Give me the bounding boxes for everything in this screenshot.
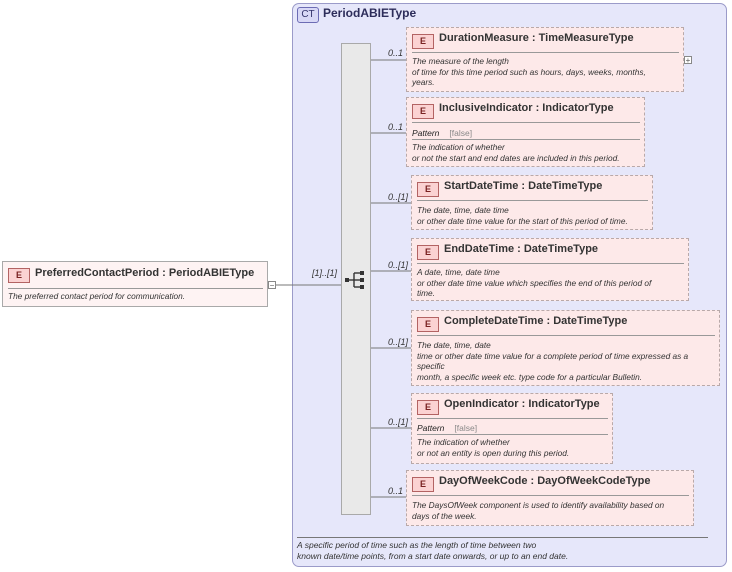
pattern-facet: Pattern [false] — [412, 128, 472, 138]
element-badge: E — [412, 104, 434, 119]
divider — [412, 52, 679, 53]
element-doc: The date, time, date time or other date … — [417, 205, 628, 226]
element-badge: E — [417, 400, 439, 415]
cardinality: 0..1 — [388, 48, 404, 58]
element-title: PreferredContactPeriod : PeriodABIEType — [35, 267, 255, 279]
complex-type-doc: A specific period of time such as the le… — [297, 540, 569, 561]
element-badge: E — [417, 182, 439, 197]
pattern-label: Pattern — [412, 128, 440, 138]
cardinality: 0..[1] — [388, 417, 409, 427]
pattern-label: Pattern — [417, 423, 445, 433]
element-title: CompleteDateTime : DateTimeType — [444, 315, 628, 327]
cardinality: 0..1 — [388, 122, 404, 132]
divider — [412, 139, 640, 140]
divider — [8, 288, 263, 289]
cardinality: 0..[1] — [388, 337, 409, 347]
element-doc: The measure of the length of time for th… — [412, 56, 646, 87]
element-doc: The indication of whether or not an enti… — [417, 437, 570, 458]
element-badge: E — [412, 477, 434, 492]
element-badge: E — [417, 317, 439, 332]
element-doc: A date, time, date time or other date ti… — [417, 267, 652, 298]
sequence-compositor — [341, 43, 371, 515]
element-open-indicator[interactable]: E OpenIndicator : IndicatorType Pattern [… — [411, 393, 613, 464]
cardinality: 0..1 — [388, 486, 404, 496]
element-doc: The DaysOfWeek component is used to iden… — [412, 500, 665, 521]
pattern-facet: Pattern [false] — [417, 423, 477, 433]
element-day-of-week-code[interactable]: E DayOfWeekCode : DayOfWeekCodeType The … — [406, 470, 694, 526]
element-doc: The indication of whether or not the sta… — [412, 142, 620, 163]
complex-type-title: PeriodABIEType — [323, 6, 417, 20]
element-title: DayOfWeekCode : DayOfWeekCodeType — [439, 475, 651, 487]
pattern-value: [false] — [454, 423, 478, 433]
element-title: StartDateTime : DateTimeType — [444, 180, 603, 192]
pattern-value: [false] — [449, 128, 473, 138]
divider — [417, 418, 608, 419]
element-duration-measure[interactable]: E DurationMeasure : TimeMeasureType The … — [406, 27, 684, 92]
element-complete-date-time[interactable]: E CompleteDateTime : DateTimeType The da… — [411, 310, 720, 386]
element-title: DurationMeasure : TimeMeasureType — [439, 32, 634, 44]
element-doc: The preferred contact period for communi… — [8, 291, 186, 301]
cardinality: 0..[1] — [388, 260, 409, 270]
element-end-date-time[interactable]: E EndDateTime : DateTimeType A date, tim… — [411, 238, 689, 301]
element-badge: E — [8, 268, 30, 283]
divider — [412, 122, 640, 123]
divider — [417, 263, 684, 264]
element-badge: E — [417, 245, 439, 260]
element-title: OpenIndicator : IndicatorType — [444, 398, 600, 410]
complex-type-badge: CT — [297, 7, 319, 23]
cardinality: 0..[1] — [388, 192, 409, 202]
divider — [417, 335, 715, 336]
divider — [297, 537, 708, 538]
divider — [417, 200, 648, 201]
divider — [417, 434, 608, 435]
expand-toggle[interactable]: + — [684, 56, 692, 65]
element-start-date-time[interactable]: E StartDateTime : DateTimeType The date,… — [411, 175, 653, 230]
element-badge: E — [412, 34, 434, 49]
element-doc: The date, time, date time or other date … — [417, 340, 689, 382]
element-title: EndDateTime : DateTimeType — [444, 243, 599, 255]
sequence-icon — [345, 271, 364, 289]
collapse-toggle[interactable]: − — [268, 281, 276, 290]
root-element[interactable]: E PreferredContactPeriod : PeriodABIETyp… — [2, 261, 268, 307]
divider — [412, 495, 689, 496]
root-cardinality: [1]..[1] — [312, 268, 338, 278]
element-title: InclusiveIndicator : IndicatorType — [439, 102, 614, 114]
element-inclusive-indicator[interactable]: E InclusiveIndicator : IndicatorType Pat… — [406, 97, 645, 167]
